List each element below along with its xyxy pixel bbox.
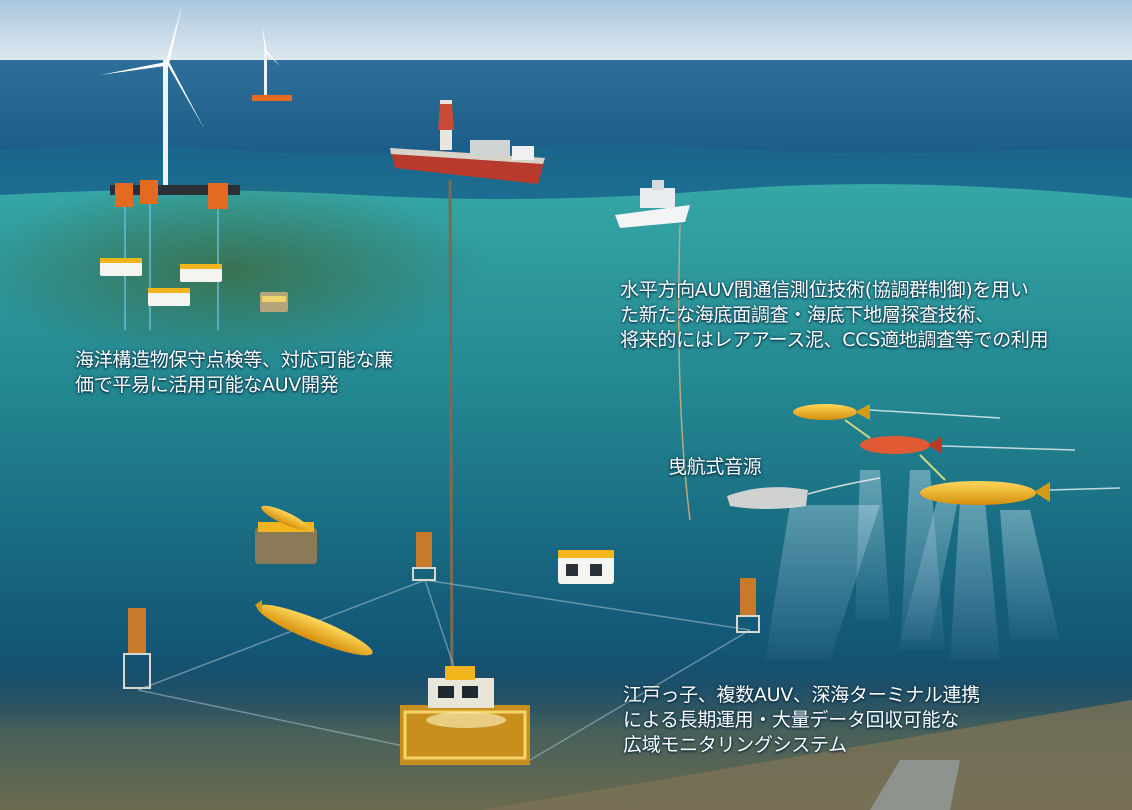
- acoustic-buoy-icon: [736, 578, 760, 633]
- acoustic-buoy-icon: [412, 532, 436, 581]
- caption-line: 水平方向AUV間通信測位技術(協調群制御)を用い: [620, 279, 1029, 301]
- auv-icon: [920, 481, 1121, 505]
- acoustic-link: [844, 419, 946, 481]
- auv-group-caption: 水平方向AUV間通信測位技術(協調群制御)を用いた新たな海底面調査・海底下地層探…: [620, 278, 1049, 353]
- auv-icon: [793, 404, 1001, 420]
- support-vessel-icon: [615, 180, 691, 521]
- rov-icon: [260, 292, 288, 312]
- sonar-beams: [855, 470, 1060, 660]
- monitoring-system-caption: 江戸っ子、複数AUV、深海ターミナル連携による長期運用・大量データ回収可能な広域…: [623, 683, 980, 758]
- rov-icon: [100, 258, 142, 276]
- acoustic-buoy-icon: [123, 608, 151, 689]
- caption-line: 価で平易に活用可能なAUV開発: [75, 374, 339, 396]
- caption-line: 海洋構造物保守点検等、対応可能な廉: [75, 349, 393, 371]
- rov-icon: [255, 505, 317, 564]
- caption-line: による長期運用・大量データ回収可能な: [623, 709, 960, 731]
- auv-icon: [860, 436, 1076, 454]
- rov-icon: [180, 264, 222, 282]
- offshore-auv-caption: 海洋構造物保守点検等、対応可能な廉価で平易に活用可能なAUV開発: [75, 348, 393, 398]
- seafloor-lander-icon: [400, 666, 530, 765]
- auv-icon: [255, 600, 373, 656]
- wind-turbine-icon: [252, 25, 292, 101]
- drill-ship-icon: [390, 100, 545, 681]
- caption-line: 江戸っ子、複数AUV、深海ターミナル連携: [623, 684, 980, 706]
- rov-icon: [148, 288, 190, 306]
- caption-line: 広域モニタリングシステム: [623, 734, 847, 756]
- rov-icon: [558, 550, 614, 584]
- caption-line: 将来的にはレアアース泥、CCS適地調査等での利用: [620, 329, 1049, 351]
- towed-source-caption: 曳航式音源: [668, 456, 762, 478]
- caption-line: た新たな海底面調査・海底下地層探査技術、: [620, 304, 995, 326]
